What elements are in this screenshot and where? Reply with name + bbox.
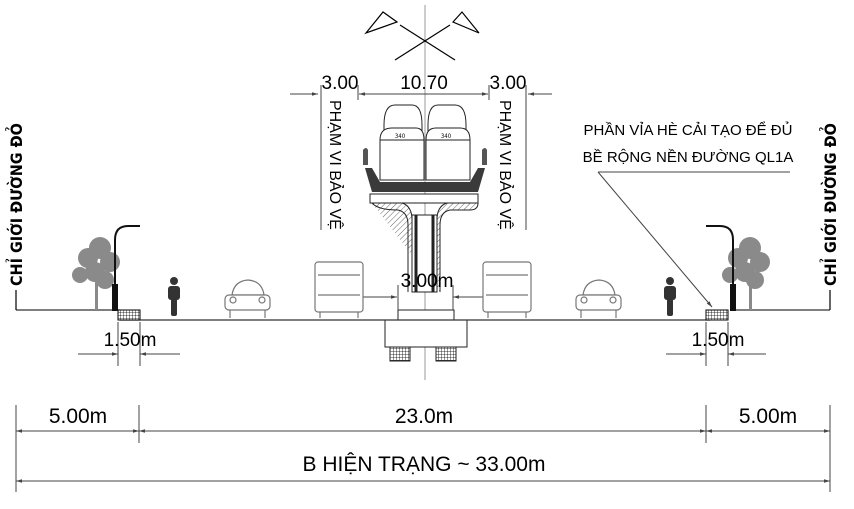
pier-clearance-label: 3.00m <box>401 271 454 292</box>
right-median-width: 1.50m <box>692 330 745 351</box>
car-icon <box>224 279 271 318</box>
train-icon <box>379 104 471 181</box>
left-curb <box>117 309 141 321</box>
top-dimension-line <box>290 85 552 230</box>
train-width-label-right: 340 <box>441 133 452 140</box>
dim-center-structure: 10.70 <box>400 73 448 94</box>
dim-right-protection: 3.00 <box>490 73 527 94</box>
motorbike-icon <box>664 277 676 316</box>
tree-icon <box>72 237 120 310</box>
street-lamp-icon <box>706 225 736 311</box>
boundary-label-left: CHỈ GIỚI ĐƯỜNG ĐỎ <box>5 123 26 286</box>
left-median-width: 1.50m <box>104 330 157 351</box>
total-width: B HIỆN TRẠNG ~ 33.00m <box>303 453 546 476</box>
motorbike-icon <box>168 277 180 316</box>
note-line-1: PHẦN VỈA HÈ CẢI TẠO ĐỂ ĐỦ <box>584 121 793 139</box>
protection-zone-label-left: PHẠM VI BẢO VỆ <box>326 100 345 230</box>
left-sidewalk-width: 5.00m <box>49 405 107 428</box>
north-arrow-icon <box>364 11 480 61</box>
street-lamp-icon <box>112 225 140 311</box>
viaduct-deck <box>363 148 487 293</box>
roadway-width: 23.0m <box>395 405 453 428</box>
bus-icon <box>482 261 532 318</box>
pier-foundation <box>384 309 468 362</box>
tree-icon <box>722 237 770 310</box>
bus-icon <box>314 261 364 318</box>
train-width-label-left: 340 <box>395 133 406 140</box>
bottom-dimension-lines <box>15 405 831 492</box>
protection-zone-label-right: PHẠM VI BẢO VỆ <box>496 100 515 230</box>
note-leader <box>597 171 790 308</box>
boundary-label-right: CHỈ GIỚI ĐƯỜNG ĐỎ <box>819 123 840 286</box>
right-sidewalk-width: 5.00m <box>739 405 797 428</box>
note-line-2: BỀ RỘNG NỀN ĐƯỜNG QL1A <box>583 149 794 166</box>
dim-left-protection: 3.00 <box>322 73 359 94</box>
car-icon <box>575 279 622 318</box>
ground-line <box>16 309 830 321</box>
right-curb <box>705 309 729 321</box>
